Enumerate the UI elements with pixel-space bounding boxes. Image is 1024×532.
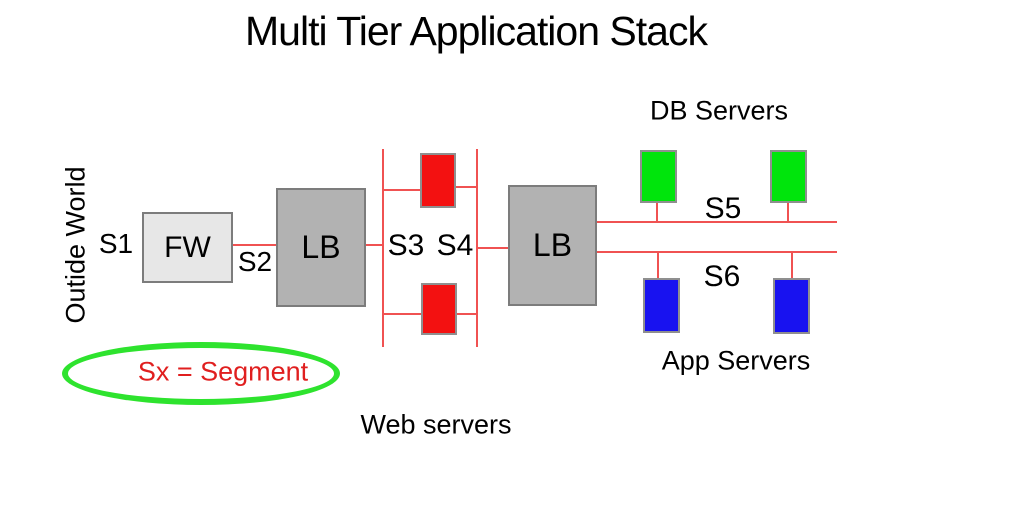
db-server-2-stub	[787, 203, 789, 222]
app-server-1-stub	[657, 251, 659, 278]
web-servers-label: Web servers	[360, 409, 512, 440]
app-server-1-node	[643, 278, 680, 333]
web-server-1-right-connector	[456, 186, 476, 188]
segment-s2-connector	[233, 244, 276, 246]
db-server-1-stub	[656, 203, 658, 222]
web-server-1-node	[420, 153, 456, 208]
legend-ellipse	[62, 342, 340, 405]
segment-s5-bus-line	[597, 221, 837, 223]
lb1-to-web-bus-connector	[366, 244, 382, 246]
db-server-1-node	[640, 150, 677, 203]
web-server-2-left-connector	[384, 313, 421, 315]
db-servers-label: DB Servers	[649, 95, 789, 126]
segment-label-s6: S6	[703, 260, 741, 293]
load-balancer-2-node: LB	[508, 185, 597, 306]
segment-label-s5: S5	[704, 192, 742, 225]
app-server-2-node	[773, 278, 810, 334]
web-server-1-left-connector	[384, 189, 420, 191]
web-server-2-node	[421, 283, 457, 335]
app-servers-label: App Servers	[661, 345, 811, 376]
web-bus-right-line	[476, 149, 478, 347]
app-server-2-stub	[791, 251, 793, 278]
web-server-2-right-connector	[457, 313, 476, 315]
segment-label-s2: S2	[237, 246, 273, 277]
segment-label-s4: S4	[436, 229, 474, 262]
segment-label-s1: S1	[98, 228, 134, 259]
segment-label-s3: S3	[387, 229, 425, 262]
web-bus-left-line	[382, 149, 384, 347]
segment-s6-bus-line	[597, 251, 837, 253]
firewall-node: FW	[142, 212, 233, 283]
outside-world-label: Outide World	[60, 166, 91, 324]
web-bus-to-lb2-connector	[478, 247, 508, 249]
diagram-title: Multi Tier Application Stack	[245, 8, 708, 54]
db-server-2-node	[770, 150, 807, 203]
load-balancer-1-node: LB	[276, 188, 366, 307]
legend-text: Sx = Segment	[137, 356, 309, 387]
